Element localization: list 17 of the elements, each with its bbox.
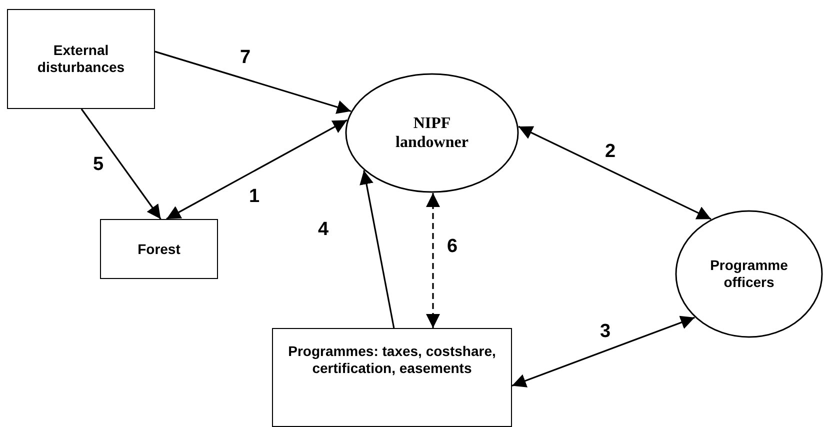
arrow xyxy=(512,316,695,388)
arrow xyxy=(166,119,348,220)
node-label: Programme officers xyxy=(709,257,789,291)
process-box xyxy=(100,219,218,279)
arrow xyxy=(360,170,395,328)
arrow xyxy=(426,193,440,328)
node-label: Programmes: taxes, costshare, certification, easements xyxy=(287,343,497,377)
arrow xyxy=(518,126,712,220)
actor-ellipse xyxy=(345,73,519,193)
actor-ellipse xyxy=(675,210,823,338)
node-label: External disturbances xyxy=(36,42,126,76)
process-box xyxy=(7,9,155,109)
node-label: NIPF landowner xyxy=(394,114,470,152)
arrow xyxy=(154,50,352,114)
arrow xyxy=(80,108,162,220)
process-box xyxy=(272,328,512,427)
node-label: Forest xyxy=(138,240,180,258)
